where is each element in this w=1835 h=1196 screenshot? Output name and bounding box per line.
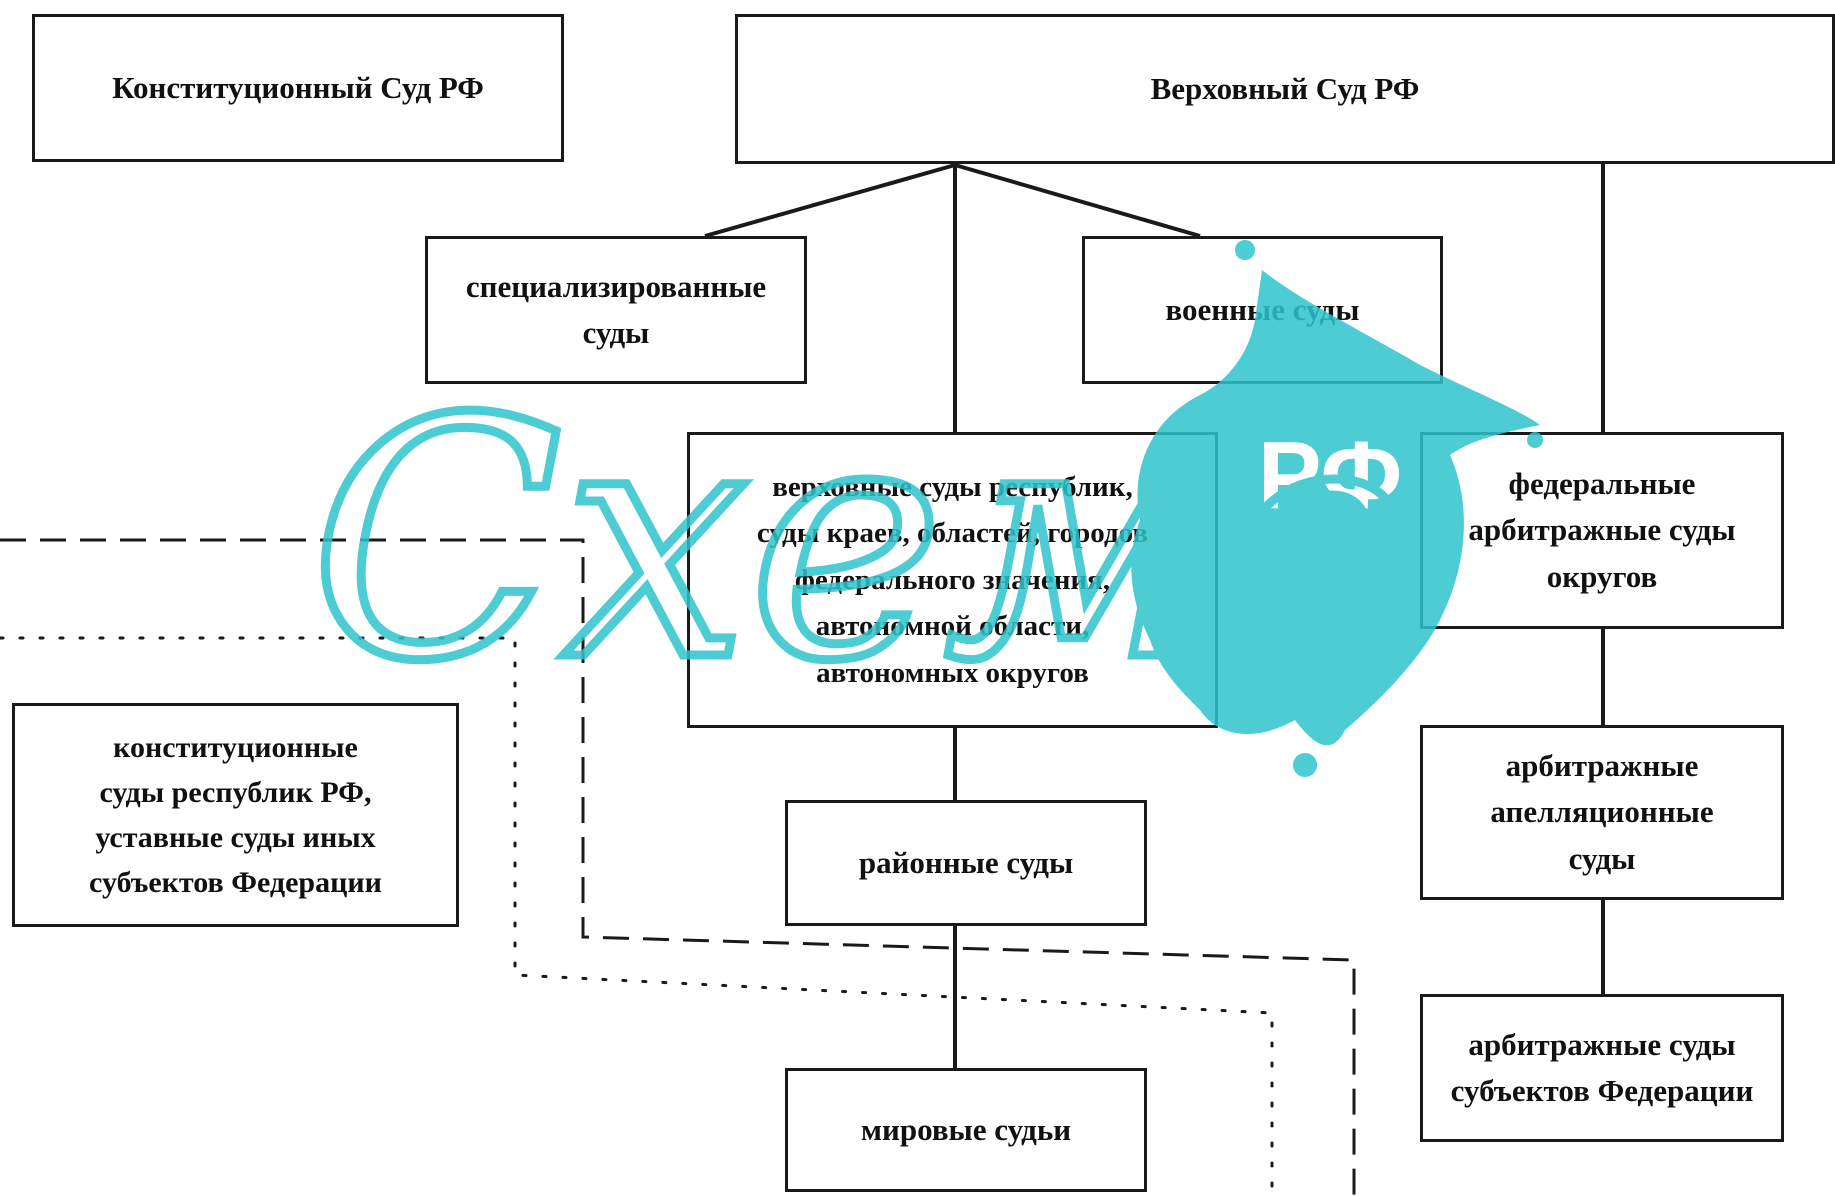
constitutional-courts-of-republics-box: конституционные суды республик РФ, устав… xyxy=(12,703,459,927)
supreme-court-label: Верховный Суд РФ xyxy=(1150,70,1420,106)
arbitration-courts-of-subjects-label: арбитражные суды субъектов Федерации xyxy=(1450,1026,1754,1109)
constitutional-court-label: Конституционный Суд РФ xyxy=(112,69,484,105)
supreme-court-box: Верховный Суд РФ xyxy=(735,14,1835,164)
connector-supreme-to-specialized xyxy=(704,163,956,238)
district-courts-label: районные суды xyxy=(858,844,1074,880)
federal-arbitration-district-courts-label: федеральные арбитражные суды округов xyxy=(1468,465,1736,594)
connector-supreme-to-military xyxy=(954,163,1201,238)
arbitration-courts-of-subjects-box: арбитражные суды субъектов Федерации xyxy=(1420,994,1784,1142)
federal-arbitration-district-courts-box: федеральные арбитражные суды округов xyxy=(1420,432,1784,629)
dashed-boundary-outer xyxy=(0,538,1356,1196)
arbitration-appeal-courts-label: арбитражные апелляционные суды xyxy=(1490,747,1714,876)
dotted-boundary-inner xyxy=(0,636,1274,1196)
district-courts-box: районные суды xyxy=(785,800,1147,926)
justices-of-peace-box: мировые судьи xyxy=(785,1068,1147,1192)
specialized-courts-box: специализированные суды xyxy=(425,236,807,384)
arbitration-appeal-courts-box: арбитражные апелляционные суды xyxy=(1420,725,1784,900)
military-courts-box: военные суды xyxy=(1082,236,1443,384)
constitutional-courts-of-republics-label: конституционные суды республик РФ, устав… xyxy=(89,731,382,899)
justices-of-peace-label: мировые судьи xyxy=(860,1111,1072,1147)
regional-supreme-courts-label: верховные суды республик, суды краев, об… xyxy=(756,471,1149,689)
constitutional-court-box: Конституционный Суд РФ xyxy=(32,14,564,162)
regional-supreme-courts-box: верховные суды республик, суды краев, об… xyxy=(687,432,1218,728)
military-courts-label: военные суды xyxy=(1165,291,1360,327)
specialized-courts-label: специализированные суды xyxy=(465,268,767,351)
